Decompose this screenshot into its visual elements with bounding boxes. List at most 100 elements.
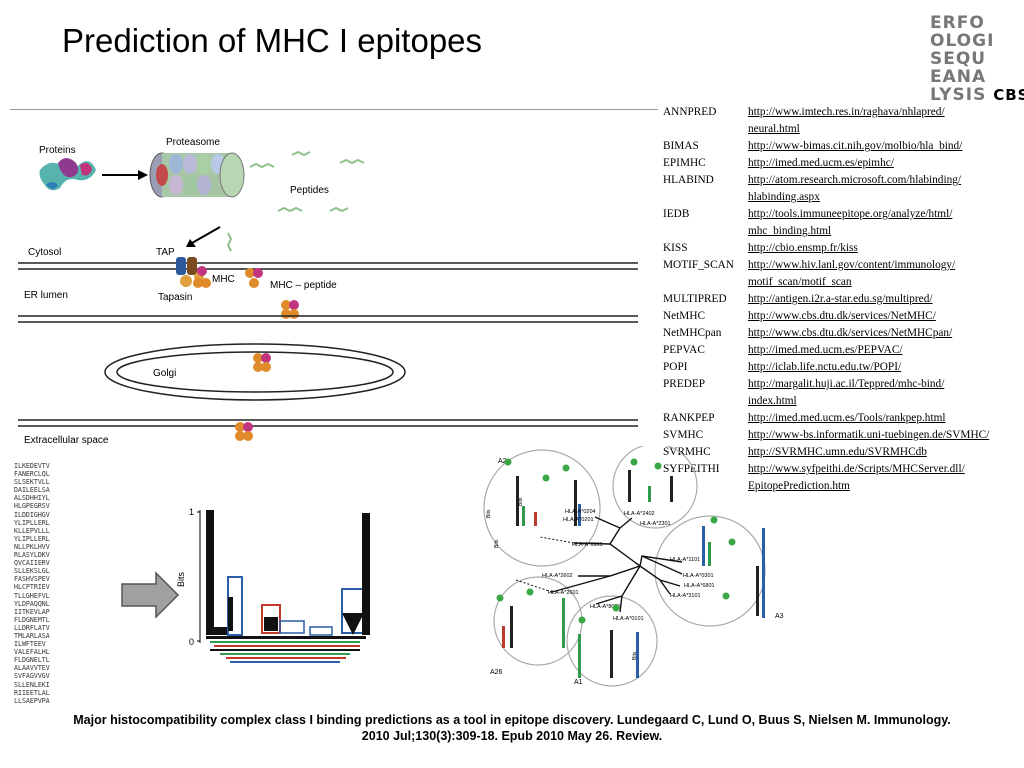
tool-row: RANKPEP http://imed.med.ucm.es/Tools/ran… (663, 410, 989, 427)
tool-link[interactable]: http://margalit.huji.ac.il/Teppred/mhc-b… (748, 378, 945, 390)
tool-link[interactable]: http://iclab.life.nctu.edu.tw/POPI/ (748, 361, 902, 373)
peptide-sequence: ILDDIGHGV (14, 510, 50, 519)
cluster-circle (566, 595, 658, 687)
cluster-logo-bars (502, 470, 765, 678)
peptide-sequence: FANERCLQL (14, 470, 50, 479)
prediction-tools-table: ANNPRED http://www.imtech.res.in/raghava… (663, 104, 989, 495)
logo-y-tick: 0 (189, 637, 194, 647)
tool-name: EPIMHC (663, 157, 706, 169)
tool-link[interactable]: http://imed.med.ucm.es/Tools/rankpep.htm… (748, 412, 946, 424)
golgi-label: Golgi (153, 368, 176, 379)
tapasin-label: Tapasin (158, 292, 192, 303)
cytosol-label: Cytosol (28, 247, 61, 258)
proteins-label: Proteins (39, 145, 76, 156)
right-arrow-icon (121, 571, 180, 619)
logo-brand: CBS (993, 86, 1024, 104)
logo-line: SEQU (930, 49, 987, 69)
tool-link[interactable]: index.html (748, 395, 797, 407)
tool-name: NetMHC (663, 310, 706, 322)
tool-link[interactable]: motif_scan/motif_scan (748, 276, 852, 288)
caption-line: 2010 Jul;130(3):309-18. Epub 2010 May 26… (361, 729, 663, 743)
hla-node-label: HLA-A*0201 (563, 517, 594, 523)
tool-link[interactable]: http://imed.med.ucm.es/epimhc/ (748, 157, 894, 169)
proteasome-icon (149, 152, 245, 198)
tool-row: HLABIND http://atom.research.microsoft.c… (663, 172, 989, 206)
hla-node-label: HLA-A*2602 (542, 573, 573, 579)
peptide-sequence: KLLEPVLLL (14, 526, 50, 535)
tool-link[interactable]: http://tools.immuneepitope.org/analyze/h… (748, 208, 953, 220)
tool-link[interactable]: http://www.hiv.lanl.gov/content/immunolo… (748, 259, 956, 271)
golgi-inner (116, 351, 394, 393)
tool-name: NetMHCpan (663, 327, 722, 339)
tool-link[interactable]: http://www.cbs.dtu.dk/services/NetMHCpan… (748, 327, 953, 339)
tool-name: ANNPRED (663, 106, 717, 118)
tool-link[interactable]: http://SVRMHC.umn.edu/SVRMHCdb (748, 446, 927, 458)
peptide-fragments (226, 150, 365, 252)
logo-line-last: LYSIS CBS (930, 85, 1024, 105)
peptide-sequence: FLDGNEMTL (14, 615, 50, 624)
logo-letter-l (228, 597, 233, 631)
cluster-circle (654, 515, 766, 627)
hla-node-label: HLA-A*6901 (572, 542, 603, 548)
peptide-sequence: FASHVSPEV (14, 575, 50, 584)
tool-row: PREDEP http://margalit.huji.ac.il/Teppre… (663, 376, 989, 410)
tool-name: RANKPEP (663, 412, 715, 424)
peptide-sequence: SLLEKSLGL (14, 567, 50, 576)
cluster-marker-icons (496, 458, 736, 624)
tool-row: MULTIPRED http://antigen.i2r.a-star.edu.… (663, 291, 989, 308)
mhc-peptide-label: MHC – peptide (270, 280, 337, 291)
tool-link[interactable]: hlabinding.aspx (748, 191, 820, 203)
peptide-sequence: SVFAGVVGV (14, 672, 50, 681)
hla-node-label: HLA-A*1101 (670, 557, 700, 563)
hla-allele-tree: A2 A3 A26 A1 HLA-A*0204 HLA-A*0201 HLA-A… (483, 446, 784, 687)
tool-link[interactable]: http://imed.med.ucm.es/PEPVAC/ (748, 344, 903, 356)
golgi-outer (104, 343, 406, 401)
logo-letter-box (279, 620, 305, 634)
tool-link[interactable]: EpitopePrediction.htm (748, 480, 850, 492)
tool-link[interactable]: http://antigen.i2r.a-star.edu.sg/multipr… (748, 293, 933, 305)
logo-line: LYSIS (930, 85, 987, 105)
tool-name: BIMAS (663, 140, 699, 152)
tool-row: PEPVAC http://imed.med.ucm.es/PEPVAC/ (663, 342, 989, 359)
logo-letter-box (309, 626, 333, 636)
tool-row: ANNPRED http://www.imtech.res.in/raghava… (663, 104, 989, 138)
tool-row: NetMHC http://www.cbs.dtu.dk/services/Ne… (663, 308, 989, 325)
hla-node-label: HLA-A*6801 (684, 583, 715, 589)
tool-name: SVMHC (663, 429, 704, 441)
cluster-label: A3 (775, 613, 784, 620)
tool-row: SYFPEITHI http://www.syfpeithi.de/Script… (663, 461, 989, 495)
tool-link[interactable]: http://www-bs.informatik.uni-tuebingen.d… (748, 429, 990, 441)
tool-name: HLABIND (663, 174, 714, 186)
tool-name: PREDEP (663, 378, 706, 390)
tool-row: KISS http://cbio.ensmp.fr/kiss (663, 240, 989, 257)
peptides-label: Peptides (290, 185, 329, 196)
peptide-sequence: HLGPEGRSV (14, 502, 50, 511)
tool-link[interactable]: mhc_binding.html (748, 225, 832, 237)
peptide-sequence: YLIPLLERL (14, 534, 50, 543)
slide-caption: Major histocompatibility complex class I… (0, 712, 1024, 744)
caption-line: Major histocompatibility complex class I… (73, 713, 951, 727)
cbs-logo: ERFO OLOGI SEQU EANA LYSIS CBS (930, 14, 1024, 104)
peptide-sequence: YLDPAQQNL (14, 599, 50, 608)
tool-link[interactable]: http://atom.research.microsoft.com/hlabi… (748, 174, 962, 186)
tool-link[interactable]: http://www.imtech.res.in/raghava/nhlapre… (748, 106, 945, 118)
tool-row: MOTIF_SCAN http://www.hiv.lanl.gov/conte… (663, 257, 989, 291)
tap-label: TAP (156, 247, 175, 258)
tool-link[interactable]: http://cbio.ensmp.fr/kiss (748, 242, 858, 254)
peptide-sequence: TLLGHEFVL (14, 591, 50, 600)
tool-link[interactable]: neural.html (748, 123, 800, 135)
divider-line (10, 109, 658, 110)
tool-link[interactable]: http://www-bimas.cit.nih.gov/molbio/hla_… (748, 140, 963, 152)
peptide-sequence: FLDGNELTL (14, 656, 50, 665)
peptide-sequence: ILKEDEVTV (14, 462, 50, 470)
mini-axis-label: Bits (494, 539, 500, 548)
tool-link[interactable]: http://www.syfpeithi.de/Scripts/MHCServe… (748, 463, 965, 475)
peptide-sequence: QVCAIIERV (14, 559, 50, 568)
er-lumen-label: ER lumen (24, 290, 68, 301)
logo-y-axis-label: Bits (176, 571, 186, 587)
proteasome-label: Proteasome (166, 137, 220, 148)
peptide-sequence: TMLARLASA (14, 631, 50, 640)
tool-link[interactable]: http://www.cbs.dtu.dk/services/NetMHC/ (748, 310, 936, 322)
cluster-label: A2 (498, 458, 507, 465)
mhc-peptide-icon (245, 268, 263, 288)
